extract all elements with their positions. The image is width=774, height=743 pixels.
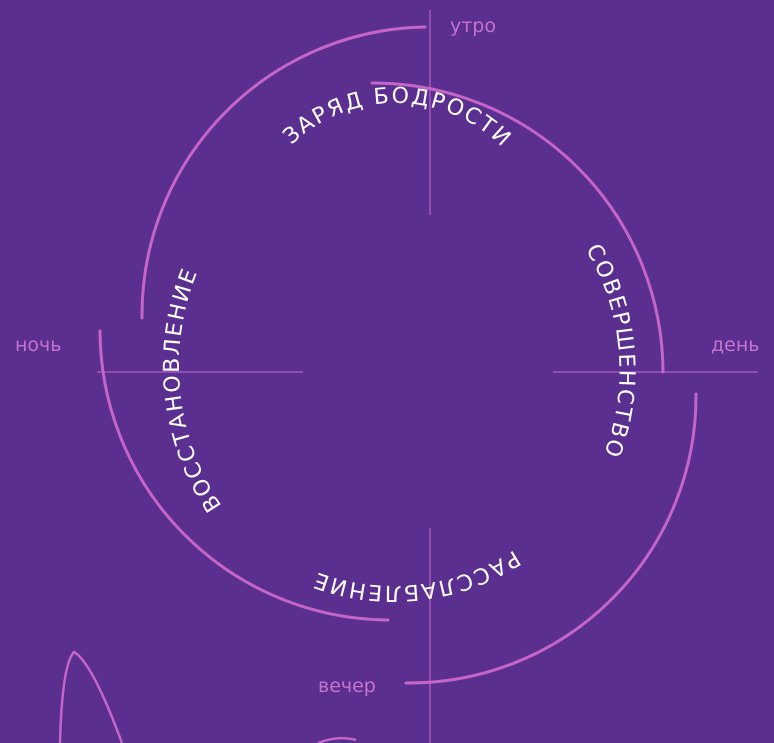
phase-label-right: СОВЕРШЕНСТВО bbox=[580, 240, 638, 462]
time-label-night: ночь bbox=[15, 334, 61, 356]
phase-label-top: ЗАРЯД БОДРОСТИ bbox=[279, 84, 517, 153]
phase-label-left: ВОССТАНОВЛЕНИЕ bbox=[160, 264, 227, 516]
decorative-curve-right bbox=[318, 738, 356, 743]
phase-label-bottom: РАССЛАБЛЕНИЕ bbox=[309, 545, 524, 605]
time-label-day: день bbox=[711, 334, 759, 356]
time-label-evening: вечер bbox=[318, 675, 376, 697]
decorative-curve-left bbox=[60, 652, 122, 743]
arc-day-to-evening bbox=[406, 394, 696, 683]
time-label-morning: утро bbox=[450, 15, 496, 37]
